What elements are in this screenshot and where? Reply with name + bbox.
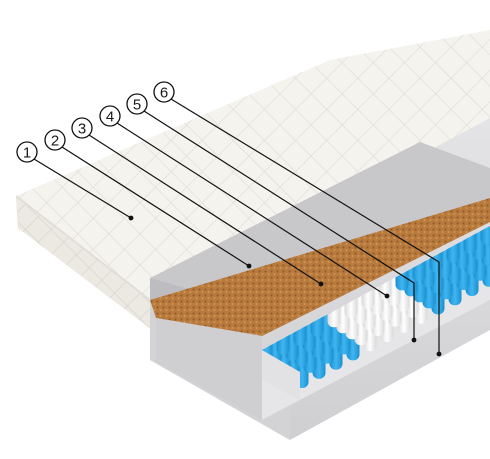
dot-icon [128, 215, 134, 221]
circled-number-icon [153, 81, 175, 103]
dot-icon [384, 293, 390, 299]
dot-icon [246, 263, 252, 269]
circled-number-icon [126, 93, 148, 115]
callout-6: 6 [153, 81, 442, 357]
cover-top [16, 30, 490, 300]
callout-label: 4 [106, 109, 114, 126]
dot-icon [411, 337, 417, 343]
cutaway-section [150, 118, 490, 440]
callout-1: 1 [16, 141, 134, 221]
leader-line [33, 158, 132, 219]
callout-label: 5 [133, 97, 141, 114]
dot-icon [436, 351, 442, 357]
leader-line [143, 110, 415, 340]
callout-label: 1 [23, 145, 31, 162]
circled-number-icon [44, 129, 66, 151]
cover-side [16, 196, 152, 330]
dot-icon [318, 281, 324, 287]
circled-number-icon [99, 105, 121, 127]
callout-4: 4 [99, 105, 390, 299]
foam-layer-top [150, 142, 490, 318]
circled-number-icon [71, 117, 93, 139]
callout-2: 2 [44, 129, 252, 269]
leader-line [170, 98, 440, 354]
callout-3: 3 [71, 117, 324, 287]
circled-number-icon [16, 141, 38, 163]
callout-label: 2 [51, 133, 59, 150]
coir-layer [150, 198, 490, 336]
callout-5: 5 [126, 93, 417, 343]
callout-label: 3 [78, 121, 86, 138]
leader-line [61, 146, 250, 267]
quilted-cover [15, 30, 490, 330]
leader-line [116, 122, 388, 297]
callout-label: 6 [160, 85, 168, 102]
callouts: 1 2 3 4 5 6 [16, 81, 442, 357]
edge-foam-strip [156, 318, 262, 420]
spring-pocket [480, 226, 490, 245]
leader-line [88, 134, 322, 285]
